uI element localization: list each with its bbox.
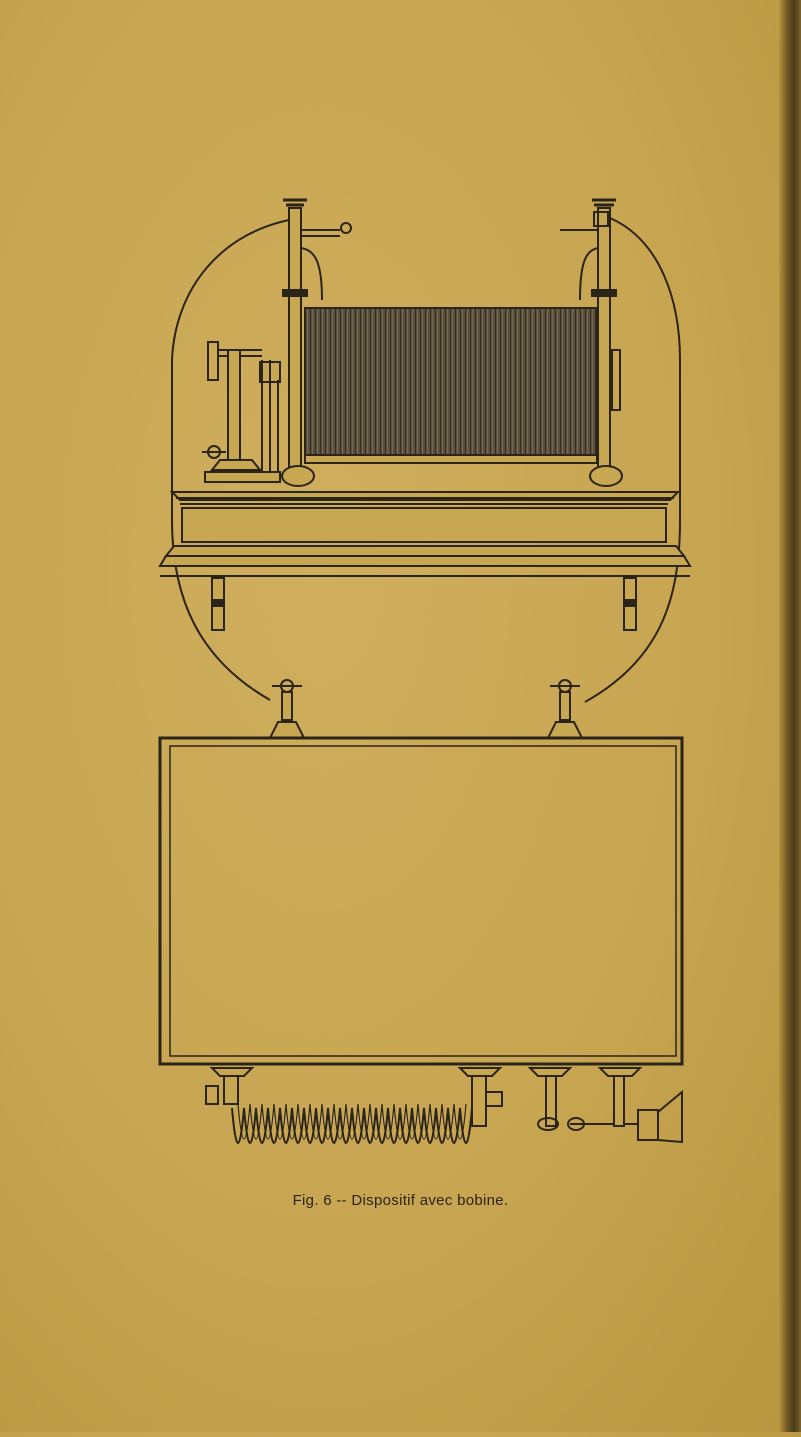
- vessel-box: [158, 736, 684, 1066]
- coil-winding: [304, 307, 598, 457]
- page-binding-edge: [779, 0, 801, 1432]
- left-mechanism: [202, 341, 281, 483]
- bottom-left-valve: [205, 1067, 255, 1105]
- bottom-right-fitting-b: [567, 1067, 683, 1144]
- platform: [158, 491, 692, 577]
- left-pillar: [282, 198, 352, 471]
- left-tap: [268, 679, 306, 739]
- figure-caption: Fig. 6 -- Dispositif avec bobine.: [292, 1192, 509, 1209]
- bell-jar-left-curve: [171, 217, 301, 701]
- bell-jar-right-curve: [584, 217, 681, 703]
- right-tap: [546, 679, 584, 739]
- spring-coil: [231, 1103, 473, 1144]
- bottom-right-fitting-a: [527, 1067, 573, 1131]
- bottom-middle-valve: [457, 1067, 503, 1127]
